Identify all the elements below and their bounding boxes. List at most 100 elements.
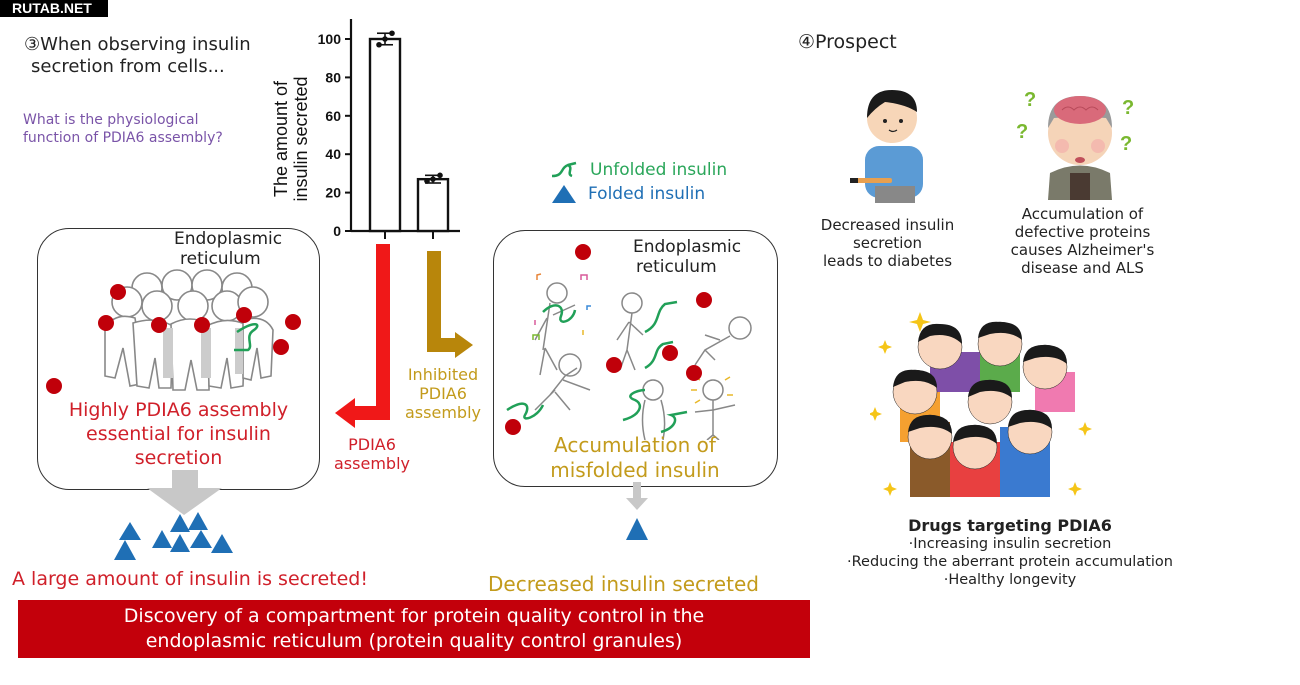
- left-caption-line3: secretion: [134, 447, 223, 469]
- granule: [194, 317, 210, 333]
- down-arrow-small-icon: [626, 482, 648, 540]
- chart-ylabel-line1: The amount of: [271, 80, 291, 197]
- gold-label-line3: assembly: [405, 403, 481, 422]
- pathway-arrows: [335, 244, 473, 428]
- alz-caption-line3: causes Alzheimer's: [1010, 241, 1155, 259]
- banner-line1: Discovery of a compartment for protein q…: [123, 605, 705, 627]
- diabetes-caption-line3: leads to diabetes: [822, 252, 953, 270]
- left-result: A large amount of insulin is secreted!: [12, 568, 368, 590]
- alzheimer-patient-illustration: ? ? ? ?: [1016, 89, 1134, 200]
- question-line1: What is the physiological: [23, 112, 199, 128]
- er-label-left-line1: Endoplasmic: [174, 229, 283, 249]
- red-arrow-label: PDIA6 assembly: [322, 435, 422, 473]
- er-label-right-line2: reticulum: [636, 257, 717, 277]
- granule: [236, 307, 252, 323]
- folded-insulin-icon: [190, 530, 212, 548]
- alz-caption-line4: disease and ALS: [1021, 259, 1144, 277]
- right-caption-line1: Accumulation of: [554, 433, 716, 457]
- right-result: Decreased insulin secreted: [488, 572, 759, 596]
- alz-caption-line1: Accumulation of: [1021, 205, 1144, 223]
- left-caption-line1: Highly PDIA6 assembly: [68, 399, 289, 421]
- prospect-title: ④Prospect: [798, 31, 897, 53]
- diabetes-caption-line2: secretion: [852, 234, 923, 252]
- right-caption: Accumulation of misfolded insulin: [500, 433, 770, 483]
- happy-group-illustration: [870, 312, 1092, 497]
- red-label-line2: assembly: [334, 454, 410, 473]
- granule: [46, 378, 62, 394]
- diabetes-caption-line1: Decreased insulin: [820, 216, 955, 234]
- section3-title: ③When observing insulin secretion from c…: [24, 34, 251, 78]
- banner-line2: endoplasmic reticulum (protein quality c…: [145, 630, 683, 652]
- folded-insulin-icon: [626, 518, 648, 540]
- folded-insulin-icon: [152, 530, 172, 548]
- folded-insulin-icon: [114, 540, 136, 560]
- folded-insulin-icon: [170, 534, 190, 552]
- chart-y-tick-label: 60: [325, 108, 341, 124]
- question-mark-icon: ?: [1122, 97, 1134, 119]
- chart-y-tick-label: 40: [325, 146, 341, 162]
- question-mark-icon: ?: [1024, 89, 1036, 111]
- question-text: What is the physiological function of PD…: [23, 111, 223, 147]
- left-caption-line2: essential for insulin: [86, 423, 271, 445]
- chart-y-tick-label: 80: [325, 69, 341, 85]
- left-caption: Highly PDIA6 assembly essential for insu…: [40, 398, 317, 470]
- chart-data-point: [424, 178, 430, 184]
- folded-insulin-icon: [211, 534, 233, 553]
- gold-arrow-label: Inhibited PDIA6 assembly: [393, 365, 493, 422]
- er-box-inhibited: [493, 230, 778, 487]
- diabetes-caption: Decreased insulin secretion leads to dia…: [805, 216, 970, 270]
- section3-title-line2: secretion from cells...: [31, 56, 225, 77]
- chart-y-tick-label: 100: [318, 31, 342, 47]
- legend: Unfolded insulin Folded insulin: [550, 160, 727, 204]
- er-label-left-line2: reticulum: [180, 249, 261, 269]
- drugs-bullet: ·Reducing the aberrant protein accumulat…: [847, 554, 1173, 570]
- drugs-title: Drugs targeting PDIA6: [908, 516, 1112, 535]
- chart-data-point: [430, 176, 436, 182]
- granule: [575, 244, 591, 260]
- legend-folded-label: Folded insulin: [588, 184, 706, 204]
- question-line2: function of PDIA6 assembly?: [23, 130, 223, 146]
- chart-ylabel-line2: insulin secreted: [291, 76, 311, 201]
- chart-data-point: [382, 36, 388, 42]
- unfolded-insulin-icon: [551, 161, 577, 178]
- legend-unfolded: Unfolded insulin: [550, 160, 727, 180]
- chart-bar: [368, 37, 402, 233]
- granules-right: [505, 244, 712, 435]
- folded-insulin-cluster: [114, 512, 233, 560]
- section3-title-line1: ③When observing insulin: [24, 34, 251, 55]
- legend-unfolded-label: Unfolded insulin: [590, 160, 728, 180]
- alz-caption-line2: defective proteins: [1014, 223, 1151, 241]
- question-mark-icon: ?: [1016, 121, 1028, 143]
- chart-bar: [416, 177, 450, 233]
- gold-arrow-icon: [427, 251, 473, 358]
- chart-y-tick-label: 20: [325, 185, 341, 201]
- folded-insulin-icon: [552, 185, 576, 203]
- granule: [696, 292, 712, 308]
- legend-folded: Folded insulin: [550, 184, 727, 204]
- granule: [662, 345, 678, 361]
- er-label-right: Endoplasmic reticulum: [633, 237, 741, 277]
- huddled-people-illustration: [104, 269, 274, 391]
- granule: [686, 365, 702, 381]
- chart-data-point: [389, 30, 395, 37]
- gold-label-line2: PDIA6: [419, 384, 467, 403]
- drugs-bullet: ·Increasing insulin secretion: [908, 536, 1112, 552]
- conclusion-banner: Discovery of a compartment for protein q…: [18, 600, 810, 658]
- granule: [285, 314, 301, 330]
- red-arrow-icon: [335, 244, 390, 428]
- drugs-section: Drugs targeting PDIA6 ·Increasing insuli…: [800, 516, 1220, 589]
- right-caption-line2: misfolded insulin: [550, 458, 720, 482]
- chart-y-tick-label: 0: [333, 223, 341, 239]
- diabetes-patient-illustration: [850, 90, 923, 203]
- gold-label-line1: Inhibited: [407, 365, 479, 384]
- drugs-bullet: ·Healthy longevity: [943, 572, 1077, 588]
- er-label-right-line1: Endoplasmic: [633, 237, 742, 257]
- er-label-left: Endoplasmic reticulum: [174, 229, 282, 269]
- granules-left: [46, 284, 301, 394]
- chart-data-point: [376, 41, 382, 48]
- folded-insulin-icon: [188, 512, 208, 530]
- scattered-people-illustration: [506, 273, 752, 440]
- insulin-bar-chart: The amount of insulin secreted 0 20 40 60 80…: [271, 19, 460, 239]
- chart-data-point: [437, 172, 443, 179]
- granule: [98, 315, 114, 331]
